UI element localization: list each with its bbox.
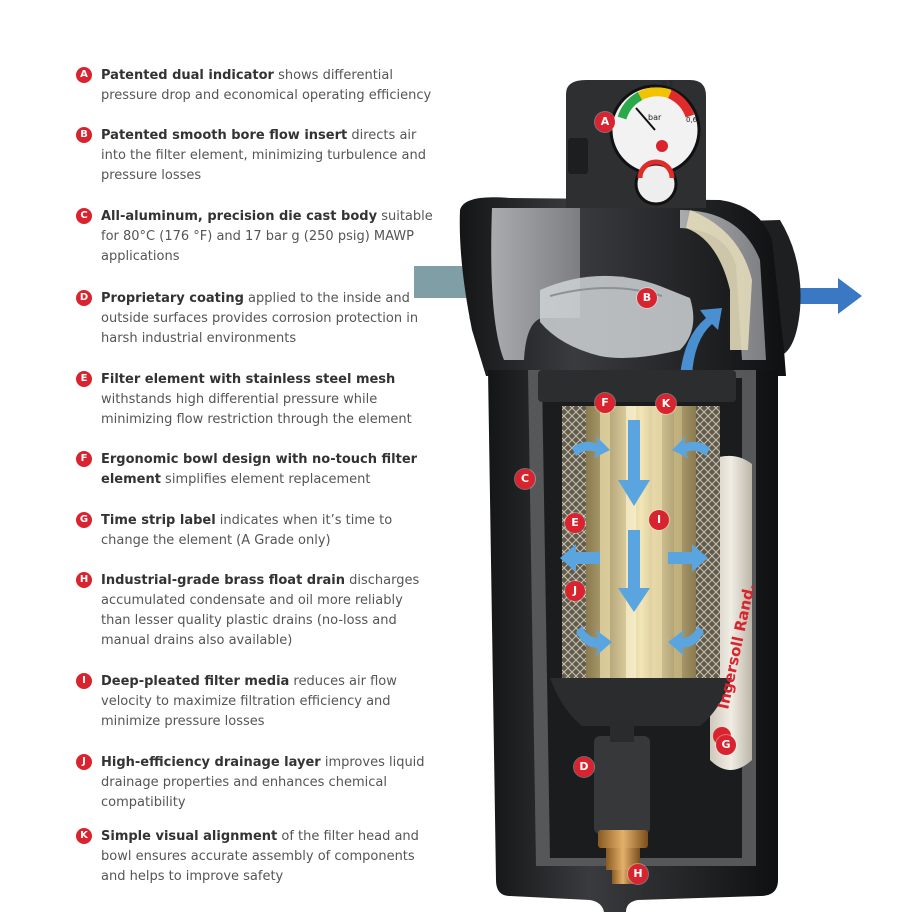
- feature-title: Ergonomic bowl design with no-touch filt…: [101, 452, 418, 487]
- feature-text: Patented smooth bore flow insert directs…: [101, 126, 436, 186]
- down-air-arrow: [618, 420, 650, 506]
- feature-text: Deep-pleated filter media reduces air fl…: [101, 672, 436, 732]
- feature-desc: reduces air flow velocity to maximize fi…: [101, 674, 397, 729]
- down-air-arrow: [618, 530, 650, 612]
- head-cut-section: [491, 208, 580, 360]
- corner-air-arrow: [668, 626, 704, 656]
- callout-j: J: [565, 581, 585, 601]
- feature-title: Proprietary coating: [101, 291, 244, 306]
- feature-list: A Patented dual indicator shows differen…: [0, 0, 440, 917]
- feature-item: I Deep-pleated filter media reduces air …: [76, 672, 436, 732]
- feature-badge: A: [76, 67, 92, 83]
- gauge-low-label: 0,3: [662, 80, 673, 88]
- feature-title: Deep-pleated filter media: [101, 674, 290, 689]
- feature-item: C All-aluminum, precision die cast body …: [76, 207, 436, 267]
- feature-item: F Ergonomic bowl design with no-touch fi…: [76, 450, 436, 490]
- feature-desc: of the filter head and bowl ensures accu…: [101, 829, 419, 884]
- feature-text: Simple visual alignment of the filter he…: [101, 827, 436, 887]
- feature-text: Filter element with stainless steel mesh…: [101, 370, 436, 430]
- feature-badge: K: [76, 828, 92, 844]
- feature-badge: I: [76, 673, 92, 689]
- feature-badge: B: [76, 127, 92, 143]
- feature-item: H Industrial-grade brass float drain dis…: [76, 571, 436, 651]
- feature-desc: indicates when it’s time to change the e…: [101, 513, 393, 548]
- gauge-high-label: 0,6: [686, 116, 698, 124]
- feature-text: Proprietary coating applied to the insid…: [101, 289, 436, 349]
- brass-float-drain: [598, 830, 648, 848]
- corner-air-arrow: [576, 626, 612, 656]
- feature-text: All-aluminum, precision die cast body su…: [101, 207, 436, 267]
- callout-k: K: [656, 394, 676, 414]
- float-drain-body: [594, 736, 650, 834]
- gauge-logo-icon: [656, 140, 668, 152]
- feature-item: G Time strip label indicates when it’s t…: [76, 511, 436, 551]
- callout-e: E: [565, 513, 585, 533]
- feature-desc: shows differential pressure drop and eco…: [101, 68, 432, 103]
- feature-title: High-efficiency drainage layer: [101, 755, 321, 770]
- feature-badge: H: [76, 572, 92, 588]
- feature-desc: discharges accumulated condensate and oi…: [101, 573, 420, 648]
- feature-title: Industrial-grade brass float drain: [101, 573, 346, 588]
- feature-text: Ergonomic bowl design with no-touch filt…: [101, 450, 436, 490]
- feature-desc: directs air into the filter element, min…: [101, 128, 426, 183]
- corner-air-arrow: [572, 436, 610, 458]
- feature-item: E Filter element with stainless steel me…: [76, 370, 436, 430]
- feature-title: Patented dual indicator: [101, 68, 274, 83]
- element-bottom-cap: [550, 678, 732, 726]
- feature-title: All-aluminum, precision die cast body: [101, 209, 378, 224]
- filter-illustration: 0,3 bar 0,6: [414, 80, 862, 912]
- head-air-arrow: [680, 308, 722, 376]
- corner-air-arrow: [672, 436, 710, 458]
- right-air-arrow: [668, 544, 708, 572]
- feature-item: K Simple visual alignment of the filter …: [76, 827, 436, 887]
- feature-badge: D: [76, 290, 92, 306]
- callout-h: H: [628, 864, 648, 884]
- feature-item: J High-efficiency drainage layer improve…: [76, 753, 436, 813]
- feature-badge: C: [76, 208, 92, 224]
- feature-item: B Patented smooth bore flow insert direc…: [76, 126, 436, 186]
- feature-title: Simple visual alignment: [101, 829, 278, 844]
- callout-g: G: [716, 735, 736, 755]
- feature-title: Time strip label: [101, 513, 216, 528]
- callout-c: C: [515, 469, 535, 489]
- filter-cutaway-diagram: 0,3 bar 0,6: [400, 60, 917, 917]
- gauge-button: [568, 138, 588, 174]
- element-top-cap: [538, 370, 736, 402]
- feature-desc: applied to the inside and outside surfac…: [101, 291, 419, 346]
- feature-text: High-efficiency drainage layer improves …: [101, 753, 436, 813]
- feature-text: Time strip label indicates when it’s tim…: [101, 511, 436, 551]
- feature-item: D Proprietary coating applied to the ins…: [76, 289, 436, 349]
- feature-desc: withstands high differential pressure wh…: [101, 392, 412, 427]
- feature-desc: improves liquid drainage properties and …: [101, 755, 425, 810]
- outlet-air-arrow: [800, 278, 862, 314]
- callout-a: A: [595, 112, 615, 132]
- callout-i: I: [649, 510, 669, 530]
- feature-title: Filter element with stainless steel mesh: [101, 372, 396, 387]
- feature-badge: G: [76, 512, 92, 528]
- feature-text: Patented dual indicator shows differenti…: [101, 66, 436, 106]
- feature-title: Patented smooth bore flow insert: [101, 128, 348, 143]
- feature-badge: E: [76, 371, 92, 387]
- left-air-arrow: [560, 544, 600, 572]
- callout-d: D: [574, 757, 594, 777]
- feature-text: Industrial-grade brass float drain disch…: [101, 571, 436, 651]
- head-insert-channel: [686, 210, 752, 350]
- callout-b: B: [637, 288, 657, 308]
- feature-badge: F: [76, 451, 92, 467]
- feature-desc: suitable for 80°C (176 °F) and 17 bar g …: [101, 209, 433, 264]
- feature-badge: J: [76, 754, 92, 770]
- feature-desc: simplifies element replacement: [160, 472, 371, 487]
- feature-item: A Patented dual indicator shows differen…: [76, 66, 436, 106]
- gauge-unit-label: bar: [648, 113, 662, 122]
- callout-f: F: [595, 393, 615, 413]
